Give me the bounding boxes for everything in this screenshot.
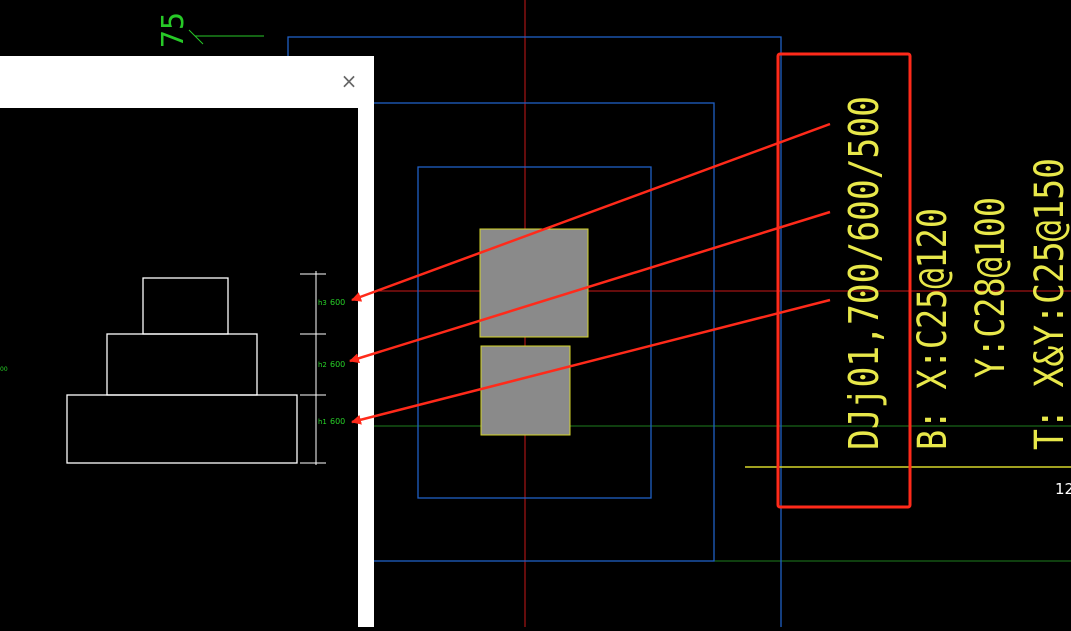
- section-preview-dialog: × h3 600 h2 600 h1 600: [0, 56, 374, 627]
- h1-value[interactable]: 600: [330, 417, 345, 426]
- h3-value[interactable]: 600: [330, 298, 345, 307]
- h3-label: h3: [318, 299, 327, 307]
- rebar-top-text[interactable]: T: X&Y:C25@150: [1027, 158, 1071, 450]
- h2-value[interactable]: 600: [330, 360, 345, 369]
- column-upper[interactable]: [479, 228, 589, 338]
- left-fragment-text: 00: [0, 366, 8, 373]
- step-middle: [106, 333, 258, 396]
- rebar-y-text[interactable]: Y:C28@100: [968, 197, 1014, 378]
- h2-label: h2: [318, 361, 327, 369]
- step-top: [142, 277, 229, 335]
- h1-label: h1: [318, 418, 327, 426]
- foundation-section-drawing: h3 600 h2 600 h1 600: [66, 271, 345, 465]
- dimension-tick-top: [188, 29, 204, 45]
- rebar-bottom-text[interactable]: B: X:C25@120: [910, 208, 956, 450]
- dimension-text-top: 75: [156, 12, 191, 48]
- foundation-label-text[interactable]: DJj01,700/600/500: [840, 96, 888, 450]
- step-bottom: [66, 394, 298, 464]
- dialog-title-bar[interactable]: ×: [0, 56, 374, 108]
- close-icon[interactable]: ×: [340, 69, 358, 93]
- column-lower[interactable]: [480, 345, 571, 436]
- scale-text: 12: [1055, 480, 1071, 498]
- section-preview-area: h3 600 h2 600 h1 600: [0, 108, 358, 627]
